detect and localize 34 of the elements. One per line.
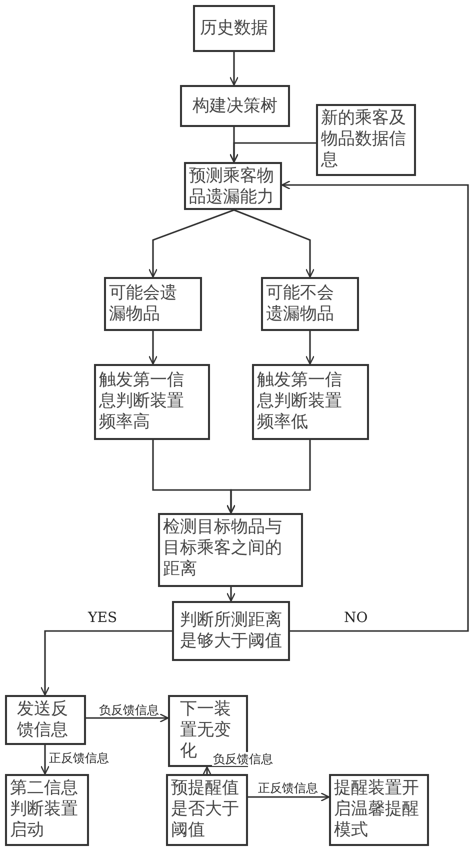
arrow	[234, 209, 315, 278]
edge-label: 负反馈信息	[212, 752, 274, 766]
arrow	[40, 745, 50, 775]
process-box: 可能会遗漏物品	[104, 277, 202, 331]
arrow	[281, 180, 469, 632]
process-box: 历史数据	[193, 5, 275, 52]
arrow	[202, 766, 212, 776]
process-box: 触发第一信息判断装置频率高	[94, 364, 210, 440]
edge-label: NO	[343, 611, 369, 625]
arrow	[226, 587, 236, 602]
process-box: 预提醒值是否大于阈值	[166, 774, 248, 846]
arrow	[229, 52, 239, 86]
process-box: 发送反馈信息	[5, 695, 86, 745]
arrow	[86, 713, 169, 723]
arrow	[226, 440, 311, 514]
process-box: 可能不会遗漏物品	[261, 277, 359, 331]
edge-label: 正反馈信息	[257, 781, 319, 795]
process-box: 新的乘客及物品数据信息	[316, 104, 416, 176]
process-box: 判断所测距离是够大于阈值	[172, 601, 290, 661]
edge-label: 负反馈信息	[98, 703, 160, 717]
process-box: 提醒装置开启温馨提醒模式	[329, 774, 429, 846]
arrow	[148, 209, 234, 278]
edge-label: YES	[87, 611, 118, 625]
process-box: 构建决策树	[180, 85, 290, 127]
arrow	[148, 331, 158, 365]
arrow	[229, 142, 316, 163]
process-box: 检测目标物品与目标乘客之间的距离	[158, 513, 303, 587]
arrow	[305, 331, 315, 365]
process-box: 预测乘客物品遗漏能力	[184, 162, 282, 210]
edge-label: 正反馈信息	[48, 751, 110, 765]
process-box: 触发第一信息判断装置频率低	[252, 364, 369, 440]
arrow	[40, 630, 172, 696]
process-box: 第二信息判断装置启动	[5, 774, 89, 846]
arrow	[248, 792, 330, 802]
